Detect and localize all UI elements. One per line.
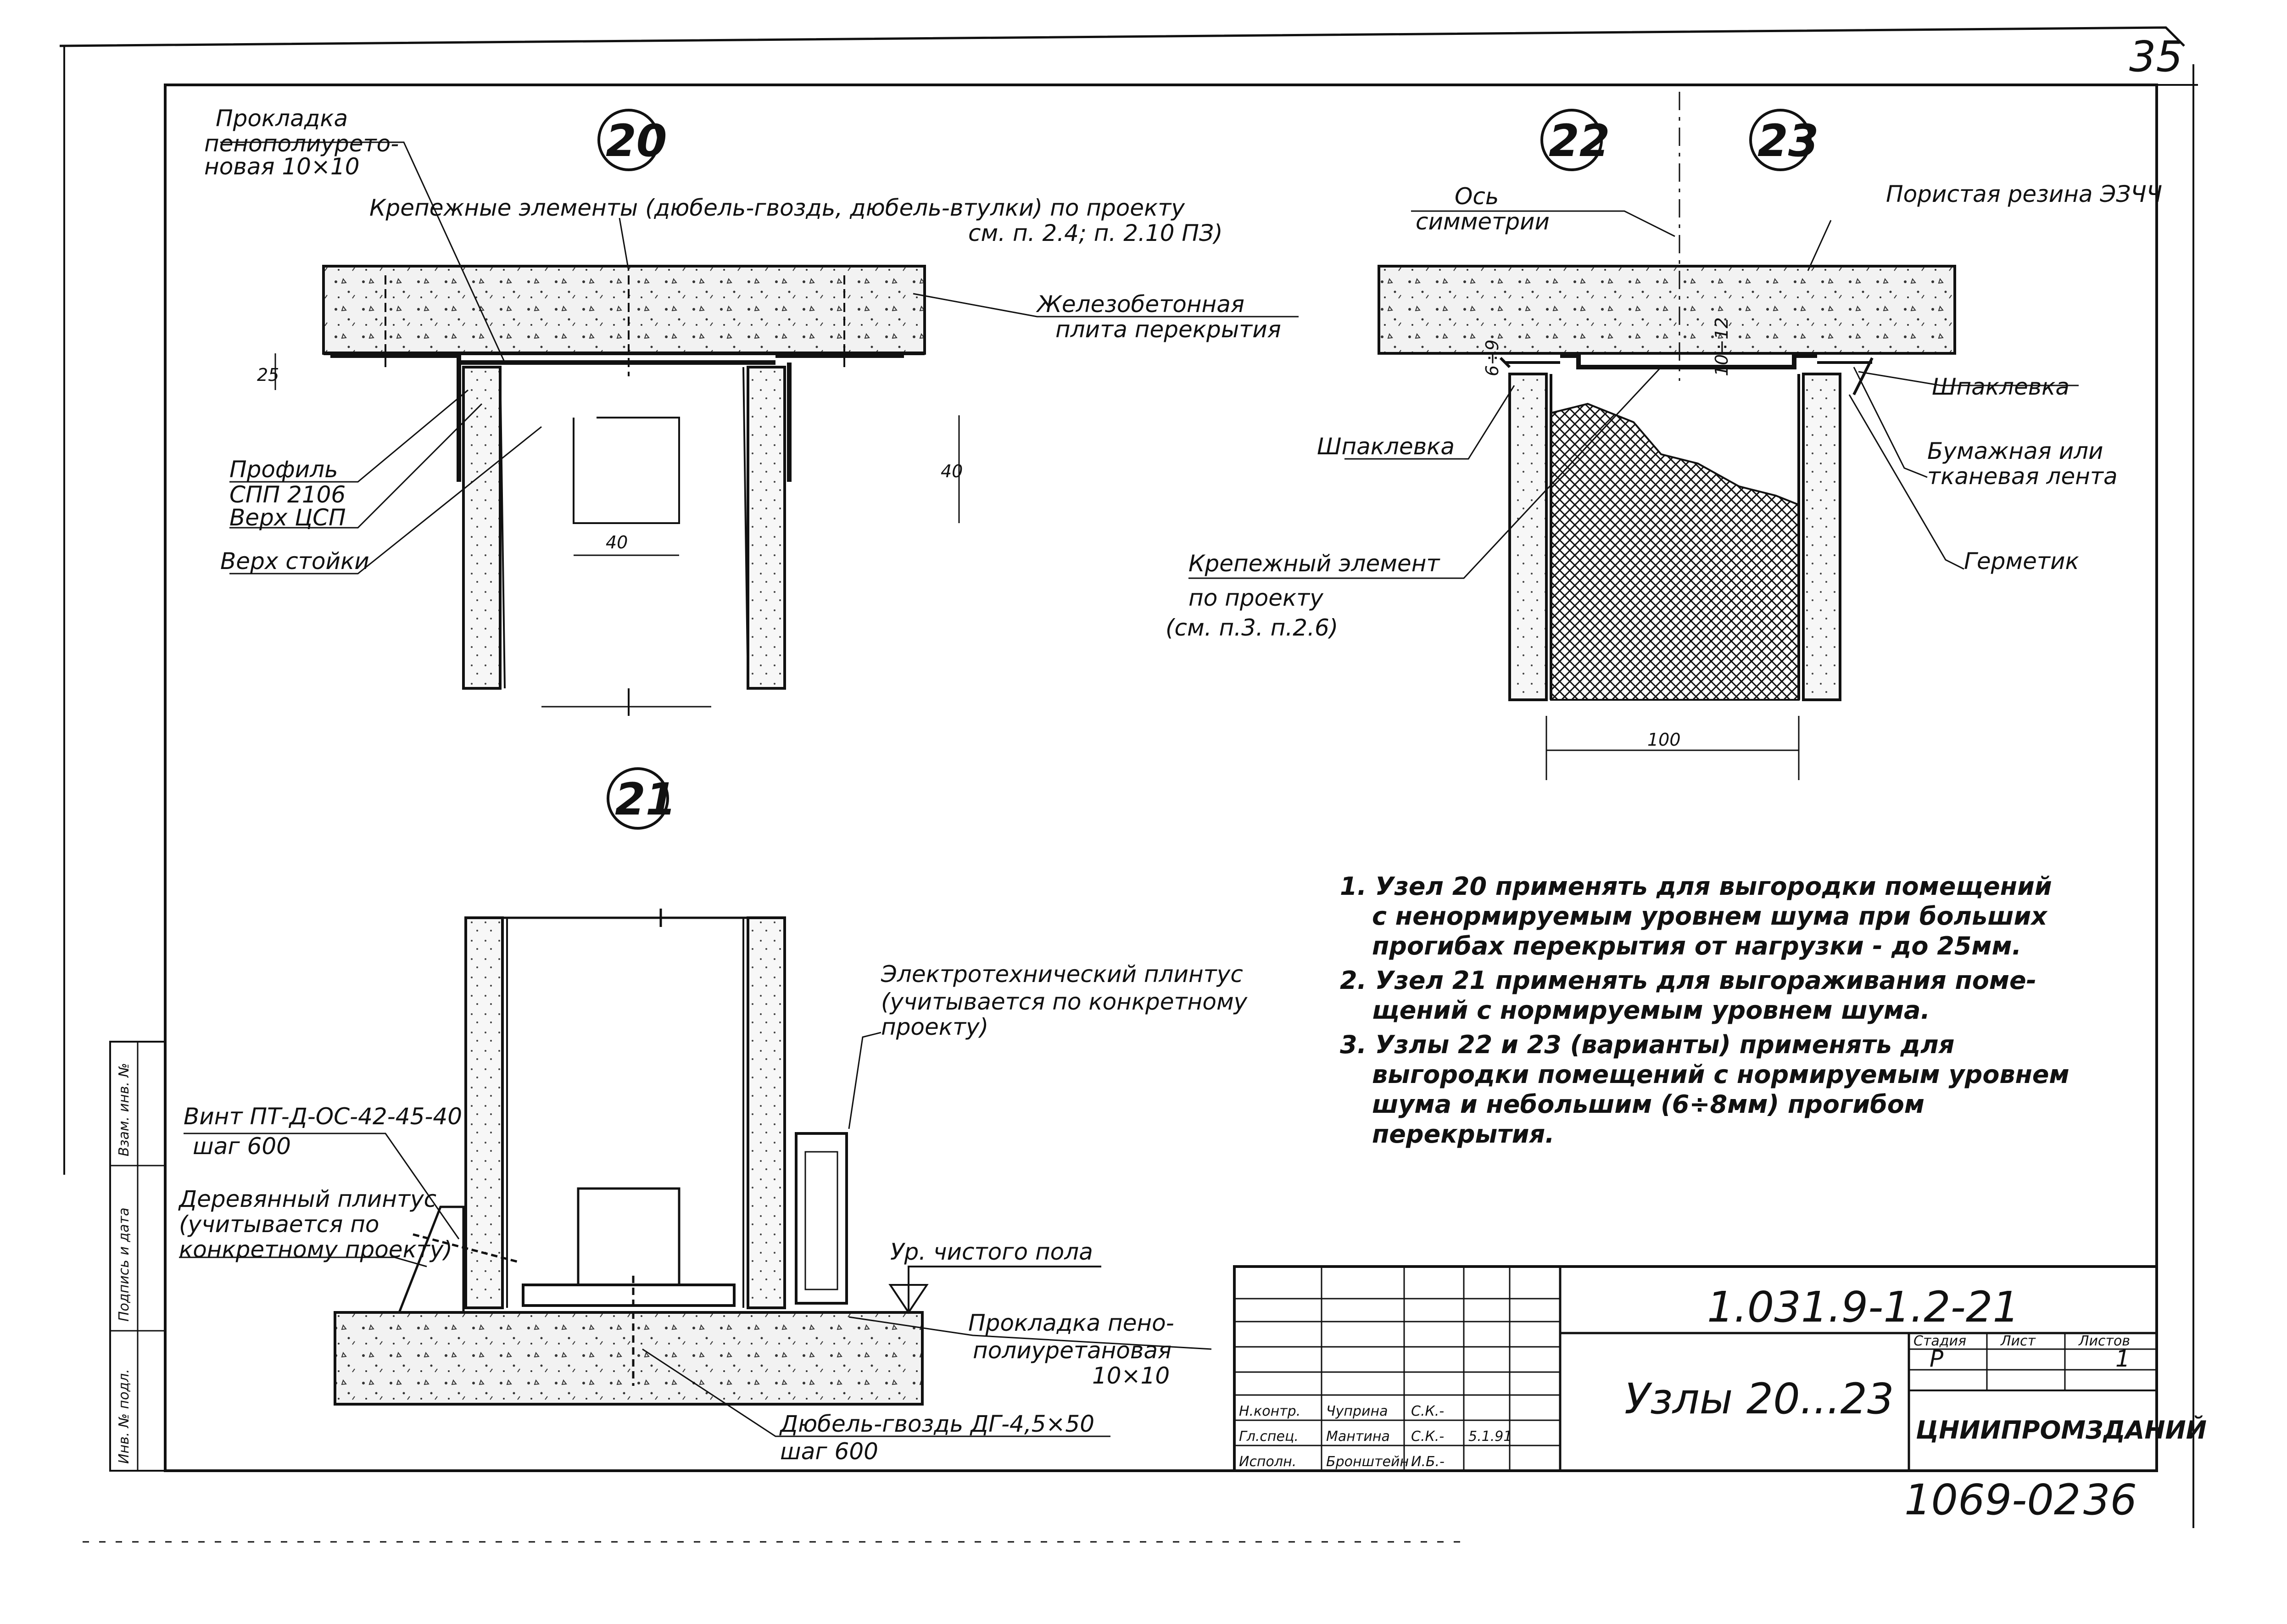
node-22-post-right [1802,373,1841,701]
stage-header: Стадия [1913,1333,1966,1349]
note-line: прогибах перекрытия от нагрузки - до 25м… [1372,932,2021,960]
node-21-electrical-plinth [795,1132,848,1305]
node-22-slab [1378,265,1956,355]
name-inspector: Чуприна [1326,1403,1388,1419]
node-20-gasket-label: Прокладка пенополиурето- новая 10×10 [204,105,406,180]
sheets-header: Листов [2078,1333,2130,1349]
node-21-screw-label: Винт ПТ-Д-ОС-42-45-40 шаг 600 [184,1103,469,1160]
node-20-dim-40v: 40 [941,461,963,481]
node-21-elec-plinth-label: Электротехнический плинтус (учитывается … [881,961,1255,1040]
side-stamp: Инв. № подл. Подпись и дата Взам. инв. № [109,1041,166,1472]
node-20-profile [330,353,904,482]
node-21-wooden-plinth [397,1205,465,1314]
node-20-dim-25: 25 [257,365,279,385]
role-inspector: Н.контр. [1239,1403,1300,1419]
node-20-post-right [747,366,786,690]
name-author: Бронштейн [1326,1454,1409,1470]
signature-chief: С.К.- [1411,1429,1444,1445]
node-22-putty-left: Шпаклевка [1317,433,1455,460]
node-21-post-left [464,916,504,1309]
sheet-frame [59,26,2198,1543]
node-22-tape-label: Бумажная или тканевая лента [1927,438,2118,490]
stage-value: Р [1930,1345,1944,1372]
stamp-replaced: Взам. инв. № [116,1063,132,1156]
note-line: 2. Узел 21 применять для выгораживания п… [1340,966,2036,995]
note-line: перекрытия. [1372,1120,1555,1149]
note-line: с ненормируемым уровнем шума при больших [1372,902,2048,931]
node-20-profile-label: Профиль СПП 2106 Верх ЦСП [229,456,353,531]
footer-page: 36 [2083,1475,2137,1524]
title-block: 1.031.9-1.2-21 Узлы 20...23 Стадия Лист … [1233,1265,2207,1472]
notes-block: 1. Узел 20 применять для выгородки помещ… [1340,872,2069,1149]
node-20-post-top-label: Верх стойки [220,548,369,575]
sheet-header: Лист [2000,1333,2036,1349]
node-22-23-detail: 22 23 100 6÷9 10÷12 Ось симметрии [1166,92,2162,780]
node-22-putty-right: Шпаклевка [1932,374,2069,400]
footer-code: 1069-02 [1904,1475,2081,1524]
node-21-detail: 21 Электротехнический плинтус (учитывает… [178,767,1255,1465]
signature-author: И.Б.- [1411,1454,1445,1470]
node-21-post-right [747,916,786,1309]
signature-inspector: С.К.- [1411,1403,1444,1419]
approval-date: 5.1.91 [1468,1429,1512,1445]
stamp-signature: Подпись и дата [116,1208,132,1322]
node-22-rubber-label: Пористая резина ЭЗЧЧ [1886,181,2162,207]
node-22-dim-100: 100 [1647,730,1681,750]
node-22-post-left [1508,373,1548,701]
node-20-dim-40h: 40 [606,532,628,552]
note-line: 3. Узлы 22 и 23 (варианты) применять для [1340,1030,1954,1059]
node-22-dim-6-9: 6÷9 [1482,340,1502,376]
node-20-post-left [462,366,502,690]
organization: ЦНИИПРОМЗДАНИЙ [1916,1416,2207,1445]
note-line: выгородки помещений с нормируемым уровне… [1372,1060,2069,1089]
node-22-dim-10-12: 10÷12 [1712,317,1732,376]
node-22-fastener-label: Крепежный элемент по проекту (см. п.3. п… [1166,550,1447,641]
node-21-wood-plinth-label: Деревянный плинтус (учитывается по конкр… [178,1186,452,1263]
name-chief: Мантина [1326,1429,1390,1445]
role-chief: Гл.спец. [1239,1429,1299,1445]
node-20-detail: 20 25 40 40 Прокладка пенополиурето- [204,105,1299,716]
drawing-title: Узлы 20...23 [1624,1374,1894,1423]
node-21-floor-slab [334,1311,924,1406]
node-20-slab-label: Железобетонная плита перекрытия [1036,291,1281,343]
note-line: щений с нормируемым уровнем шума. [1372,996,1930,1025]
node-21-dowel-label: Дюбель-гвоздь ДГ-4,5×50 шаг 600 [779,1411,1102,1465]
stamp-inventory: Инв. № подл. [116,1369,132,1464]
note-line: шума и небольшим (6÷8мм) прогибом [1372,1090,1924,1119]
node-20-number: 20 [606,115,667,167]
doc-code: 1.031.9-1.2-21 [1707,1283,2019,1332]
node-21-floor-label: Ур. чистого пола [890,1239,1093,1265]
node-20-fasteners-label: Крепежные элементы (дюбель-гвоздь, дюбел… [369,195,1223,246]
node-20-slab [322,265,926,355]
node-22-infill [1550,402,1800,701]
note-line: 1. Узел 20 применять для выгородки помещ… [1340,872,2052,901]
node-21-number: 21 [615,774,676,825]
sheet-value: 1 [2115,1345,2130,1372]
node-22-number: 22 [1549,115,1610,167]
node-23-number: 23 [1757,115,1819,167]
role-author: Исполн. [1239,1454,1296,1470]
node-22-sealant-label: Герметик [1964,548,2079,575]
node-22-axis-label: Ось симметрии [1416,183,1550,235]
page-number: 35 [2129,32,2183,81]
node-21-gasket-label: Прокладка пено- полиуретановая 10×10 [968,1310,1182,1389]
